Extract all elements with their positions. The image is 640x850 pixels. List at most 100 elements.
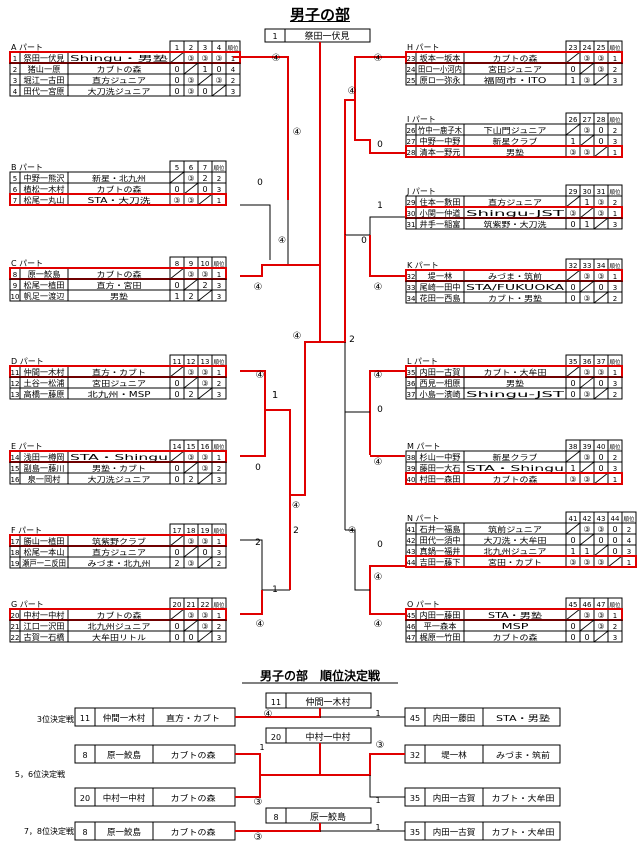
- match-score: ④: [293, 127, 302, 138]
- entry-number: 35: [407, 369, 416, 377]
- score-cell: ③: [569, 148, 576, 157]
- pair-name: 原一鮫島: [107, 827, 141, 838]
- score-cell: 0: [598, 536, 603, 545]
- pair-name: 仲間一木村: [103, 713, 146, 724]
- rank-value: 3: [217, 282, 221, 290]
- score-cell: ③: [597, 198, 604, 207]
- score-cell: ③: [187, 76, 194, 85]
- pair-name: 勝山一植田: [24, 536, 65, 546]
- rank-value: 3: [613, 284, 617, 292]
- pair-name: 西見一相原: [420, 378, 461, 388]
- column-header: 33: [583, 262, 592, 270]
- score-cell: 0: [612, 547, 617, 556]
- match-score: ③: [254, 832, 263, 843]
- score-cell: 0: [570, 65, 575, 74]
- rank-header: 順位: [609, 443, 621, 451]
- rank-header: 順位: [609, 358, 621, 366]
- team-name: カブトの森: [493, 53, 539, 63]
- entry-number: 32: [407, 273, 416, 281]
- entry-number: 30: [407, 210, 416, 218]
- score-cell: ③: [597, 65, 604, 74]
- score-cell: ③: [583, 272, 590, 281]
- column-header: 4: [217, 44, 222, 52]
- rank-header: 順位: [213, 443, 225, 451]
- team-name: カブトの森: [493, 474, 539, 484]
- entry-number: 42: [407, 537, 416, 545]
- match-score: 2: [255, 538, 261, 548]
- entry-number: 21: [11, 623, 20, 631]
- score-cell: ③: [201, 622, 208, 631]
- rank-value: 2: [613, 199, 617, 207]
- score-cell: ③: [187, 196, 194, 205]
- rank-value: 3: [613, 77, 617, 85]
- team-name: みづま・筑前: [488, 271, 543, 281]
- pair-name: 瀬戸一二反田: [22, 558, 66, 568]
- match-score: ④: [272, 53, 281, 64]
- cell-border: [211, 472, 227, 485]
- score-cell: 1: [570, 547, 575, 556]
- entry-number: 32: [410, 751, 420, 760]
- score-cell: ③: [597, 272, 604, 281]
- cell-border: [607, 630, 623, 643]
- match-label: 7，8位決定戦: [24, 826, 74, 836]
- pair-name: 内田一古賀: [420, 367, 461, 377]
- column-header: 23: [569, 44, 578, 52]
- rank-value: 1: [627, 559, 631, 567]
- team-name: 宮田・カブト: [488, 557, 542, 567]
- rank-value: 2: [217, 175, 221, 183]
- rank-value: 1: [217, 454, 221, 462]
- pair-name: 堤一林: [441, 750, 467, 761]
- group-name: L パート: [407, 357, 438, 366]
- bracket-line: [369, 235, 405, 277]
- entry-number: 45: [407, 612, 416, 620]
- score-cell: 0: [174, 390, 179, 399]
- score-cell: ③: [583, 611, 590, 620]
- pair-name: 小島一濱崎: [420, 389, 461, 399]
- diagonal-cell: [197, 556, 213, 569]
- diagonal-cell: [565, 608, 581, 621]
- group-name: C パート: [11, 259, 43, 268]
- rank-value: 3: [217, 549, 221, 557]
- column-header: 3: [203, 44, 207, 52]
- rank-value: 1: [613, 149, 617, 157]
- match-score: 1: [375, 823, 380, 832]
- pair-name: 古賀一石橋: [24, 632, 65, 642]
- team-name: 男塾・カブト: [92, 463, 146, 473]
- score-cell: ③: [583, 390, 590, 399]
- entry-number: 4: [13, 88, 18, 96]
- match-score: 1: [375, 796, 380, 805]
- score-cell: 0: [570, 283, 575, 292]
- score-cell: 0: [216, 65, 221, 74]
- pair-name: 副島一藤川: [24, 463, 65, 473]
- score-cell: 0: [570, 294, 575, 303]
- final-name: 祭田一伏見: [304, 30, 349, 42]
- column-header: 10: [201, 260, 210, 268]
- entry-number: 8: [13, 271, 17, 279]
- group-name: A パート: [11, 43, 43, 52]
- team-name: STA・Shingu: [70, 453, 168, 462]
- entry-number: 9: [13, 282, 17, 290]
- entry-number: 45: [410, 714, 420, 723]
- score-cell: 0: [598, 137, 603, 146]
- team-name: 直方・カブト: [92, 367, 146, 377]
- diagonal-cell: [579, 461, 595, 474]
- diagonal-cell: [183, 619, 199, 632]
- score-cell: 0: [570, 390, 575, 399]
- match-score: ④: [374, 457, 383, 468]
- entry-number: 14: [11, 454, 20, 462]
- score-cell: 2: [188, 390, 193, 399]
- column-header: 37: [597, 358, 606, 366]
- entry-number: 2: [13, 66, 17, 74]
- score-cell: ③: [597, 611, 604, 620]
- score-cell: ③: [201, 611, 208, 620]
- score-cell: 2: [174, 559, 179, 568]
- score-cell: ③: [201, 379, 208, 388]
- rank-value: 2: [231, 77, 235, 85]
- team-name: 新星クラブ: [493, 136, 539, 146]
- score-cell: 0: [612, 536, 617, 545]
- bracket-line: [344, 411, 370, 530]
- entry-number: 5: [13, 175, 17, 183]
- column-header: 17: [173, 527, 182, 535]
- diagonal-cell: [565, 51, 581, 64]
- entry-number: 26: [407, 127, 416, 135]
